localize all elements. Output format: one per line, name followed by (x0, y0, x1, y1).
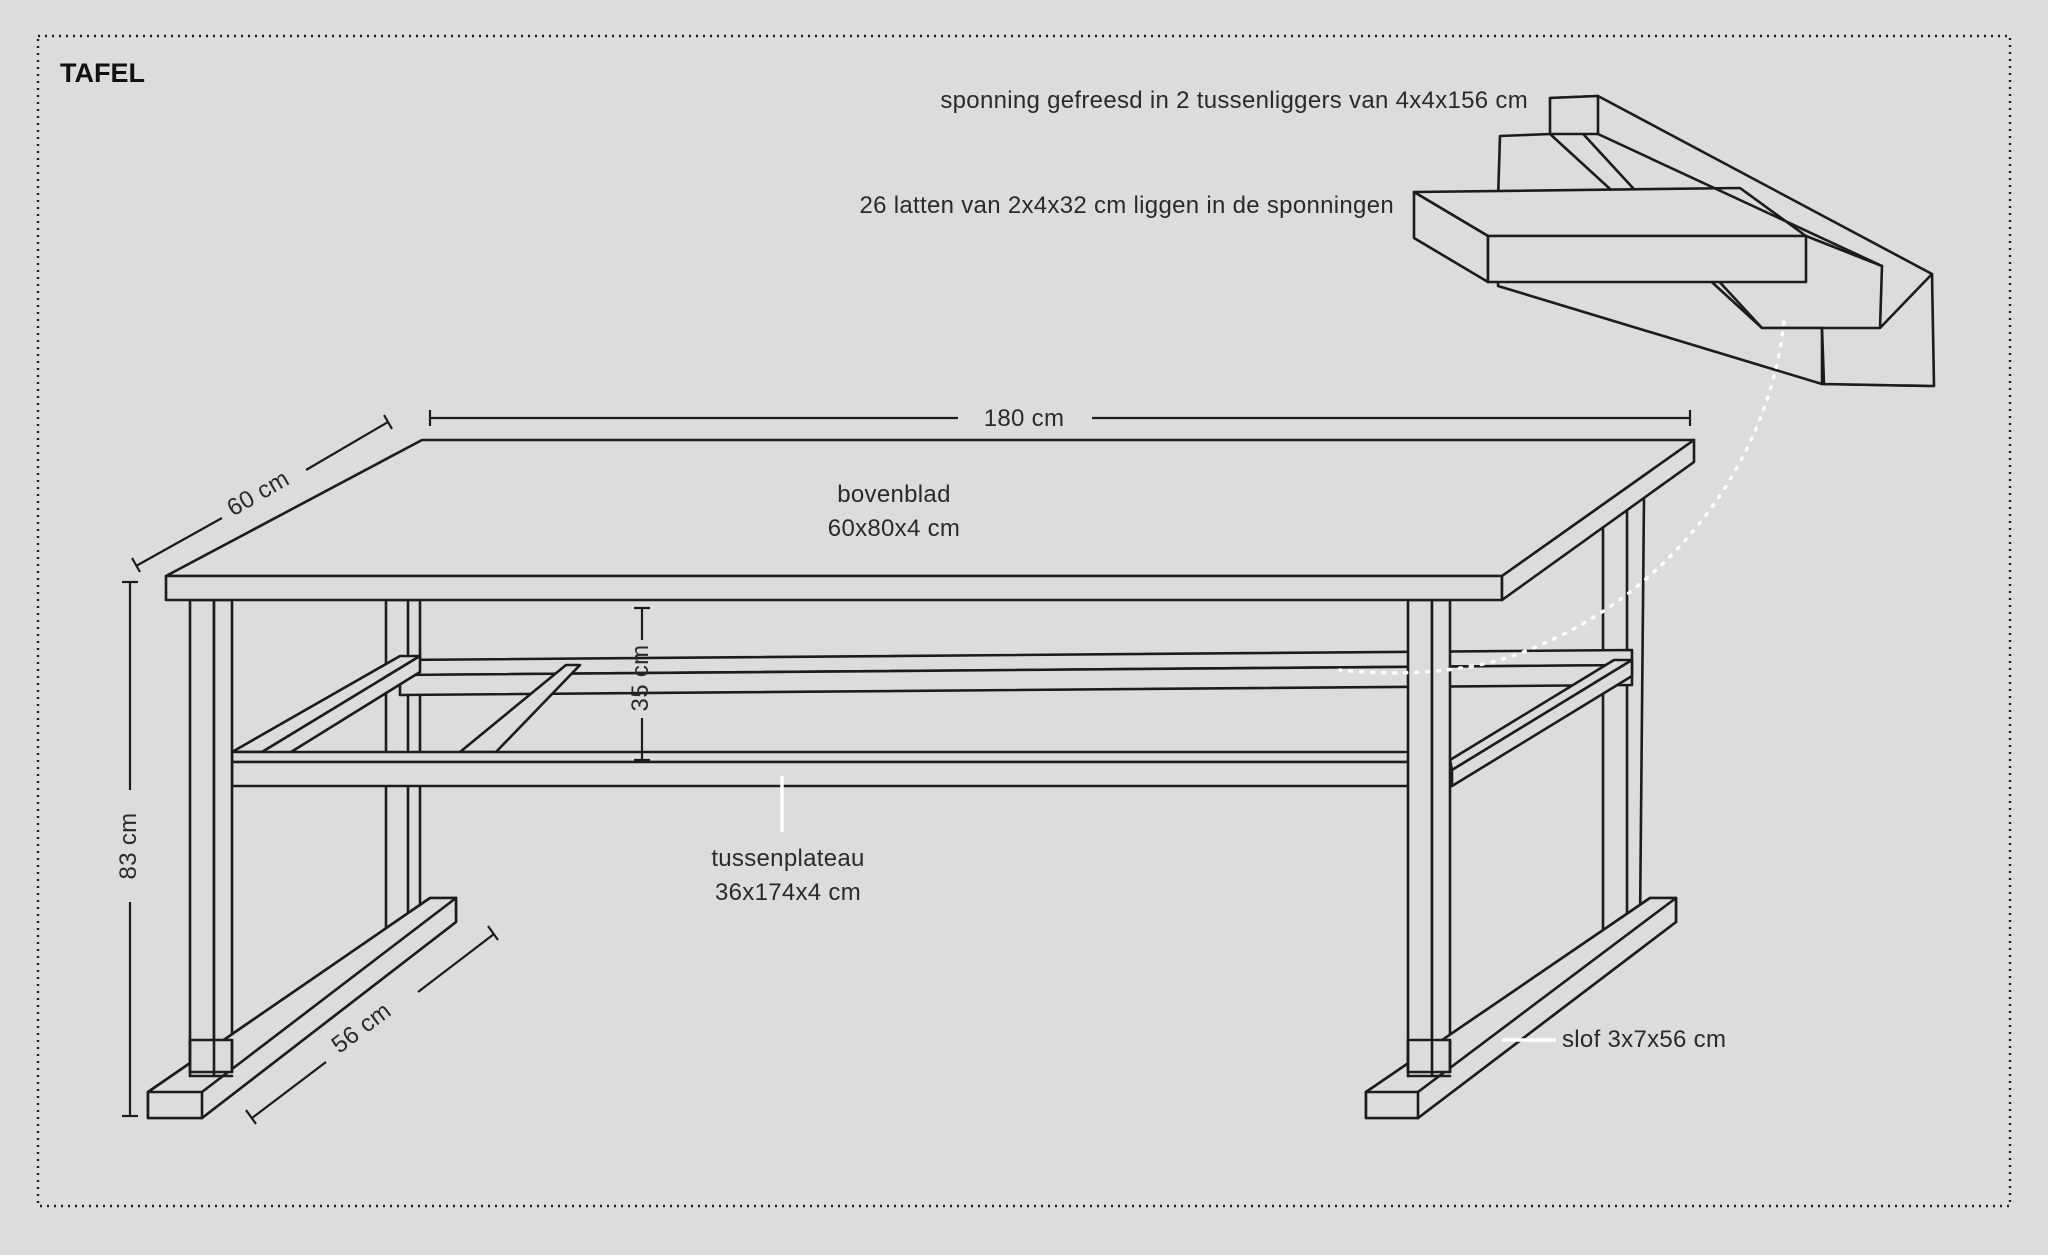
shelf-frame (230, 648, 1634, 788)
label-latten: 26 latten van 2x4x32 cm liggen in de spo… (860, 192, 1394, 219)
label-bovenblad-name: bovenblad (837, 481, 950, 508)
label-bovenblad-size: 60x80x4 cm (828, 515, 960, 542)
dim-shelf-height: 35 cm (627, 606, 654, 762)
label-height: 83 cm (115, 813, 142, 880)
joint-detail (1412, 94, 1936, 388)
dotted-frame (36, 34, 2012, 1208)
label-tussenplateau-name: tussenplateau (711, 845, 864, 872)
table-top (164, 438, 1696, 602)
label-tussenplateau-size: 36x174x4 cm (715, 879, 861, 906)
leader-detail-dotted (1338, 320, 1786, 675)
label-length: 180 cm (984, 405, 1065, 432)
front-legs (188, 598, 1452, 1078)
dim-length: 180 cm (428, 405, 1692, 432)
front-feet (146, 896, 1678, 1120)
page-title: TAFEL (60, 58, 145, 88)
label-shelf-height: 35 cm (627, 645, 654, 712)
dim-height: 83 cm (115, 580, 142, 1118)
label-sponning: sponning gefreesd in 2 tussenliggers van… (940, 87, 1528, 114)
label-slof: slof 3x7x56 cm (1562, 1026, 1726, 1053)
